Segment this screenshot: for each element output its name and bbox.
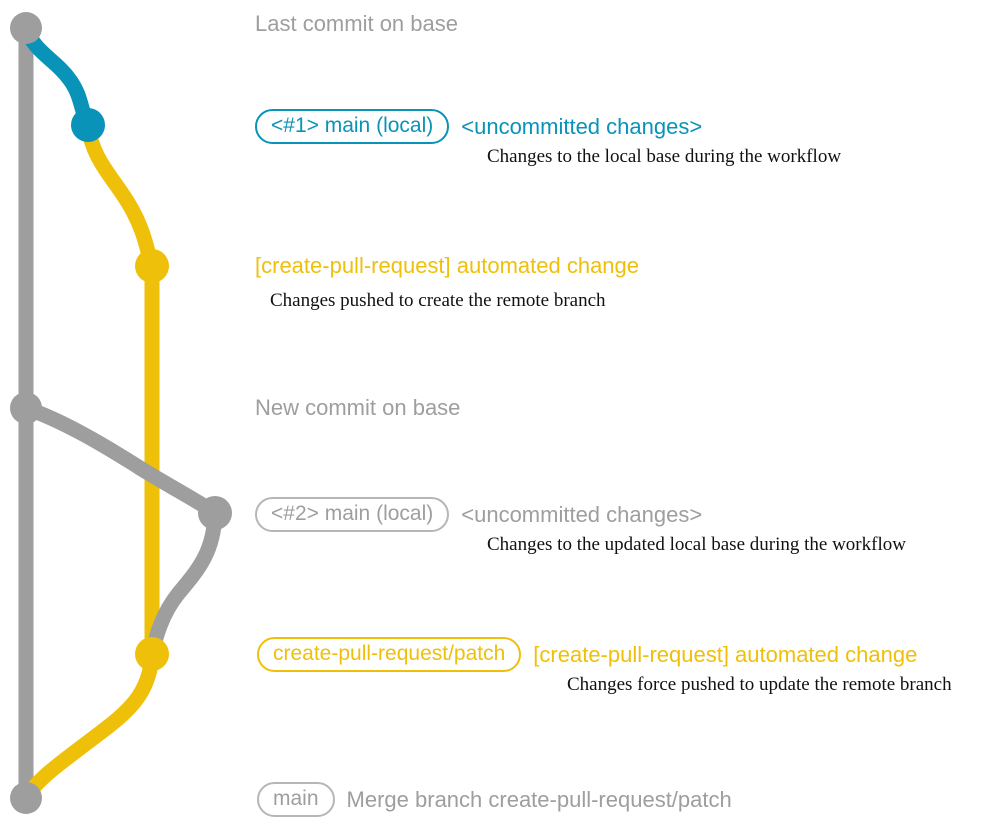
edge-local-blue-to-patch bbox=[80, 117, 160, 274]
commit-description: Changes to the local base during the wor… bbox=[487, 146, 842, 167]
commit-row-merge: main Merge branch create-pull-request/pa… bbox=[257, 782, 732, 818]
commit-row-inner: <#2> main (local) <uncommitted changes> bbox=[255, 497, 703, 533]
commit-row-inner: main Merge branch create-pull-request/pa… bbox=[257, 782, 732, 818]
spacer bbox=[449, 514, 461, 515]
branch-badge-main-local-1[interactable]: <#1> main (local) bbox=[255, 109, 450, 145]
commit-node-base-last[interactable] bbox=[10, 12, 42, 44]
commit-row-inner: New commit on base bbox=[255, 396, 460, 419]
commit-node-local-1[interactable] bbox=[71, 108, 105, 142]
spacer bbox=[335, 799, 347, 800]
commit-node-merge[interactable] bbox=[10, 782, 42, 814]
branch-badge-main[interactable]: main bbox=[257, 782, 335, 818]
commit-subject: <uncommitted changes> bbox=[461, 501, 703, 527]
edge-local-gray-to-patch bbox=[144, 505, 223, 662]
commit-subject: <uncommitted changes> bbox=[461, 113, 703, 139]
branch-badge-create-pull-request-patch[interactable]: create-pull-request/patch bbox=[257, 637, 522, 673]
commit-row-patch-1: [create-pull-request] automated change bbox=[255, 254, 639, 277]
commit-node-patch-2[interactable] bbox=[135, 637, 169, 671]
branch-badge-main-local-2[interactable]: <#2> main (local) bbox=[255, 497, 450, 533]
commit-row-patch-2: create-pull-request/patch [create-pull-r… bbox=[257, 637, 918, 673]
commit-subject: Merge branch create-pull-request/patch bbox=[346, 786, 732, 812]
commit-node-patch-1[interactable] bbox=[135, 249, 169, 283]
commit-node-base-new[interactable] bbox=[10, 392, 42, 424]
commit-subject: [create-pull-request] automated change bbox=[533, 641, 918, 667]
edge-base-to-local-blue bbox=[18, 20, 96, 133]
commit-description: Changes force pushed to update the remot… bbox=[567, 674, 952, 695]
edge-base-to-local-gray bbox=[18, 400, 223, 521]
commit-row-local-1: <#1> main (local) <uncommitted changes> bbox=[255, 109, 703, 145]
commit-row-local-2: <#2> main (local) <uncommitted changes> bbox=[255, 497, 703, 533]
commit-row-base-new: New commit on base bbox=[255, 396, 460, 419]
commit-row-base-last: Last commit on base bbox=[255, 12, 458, 35]
commit-description: Changes pushed to create the remote bran… bbox=[270, 290, 606, 311]
edge-patch-to-merge bbox=[18, 646, 160, 806]
commit-row-inner: <#1> main (local) <uncommitted changes> bbox=[255, 109, 703, 145]
commit-subject: Last commit on base bbox=[255, 11, 458, 36]
spacer bbox=[521, 654, 533, 655]
commit-subject: New commit on base bbox=[255, 395, 461, 420]
spacer bbox=[449, 126, 461, 127]
commit-node-local-2[interactable] bbox=[198, 496, 232, 530]
commit-description: Changes to the updated local base during… bbox=[487, 534, 906, 555]
commit-subject: [create-pull-request] automated change bbox=[255, 253, 640, 278]
commit-row-inner: [create-pull-request] automated change bbox=[255, 254, 639, 277]
commit-row-inner: Last commit on base bbox=[255, 12, 458, 35]
commit-row-inner: create-pull-request/patch [create-pull-r… bbox=[257, 637, 918, 673]
